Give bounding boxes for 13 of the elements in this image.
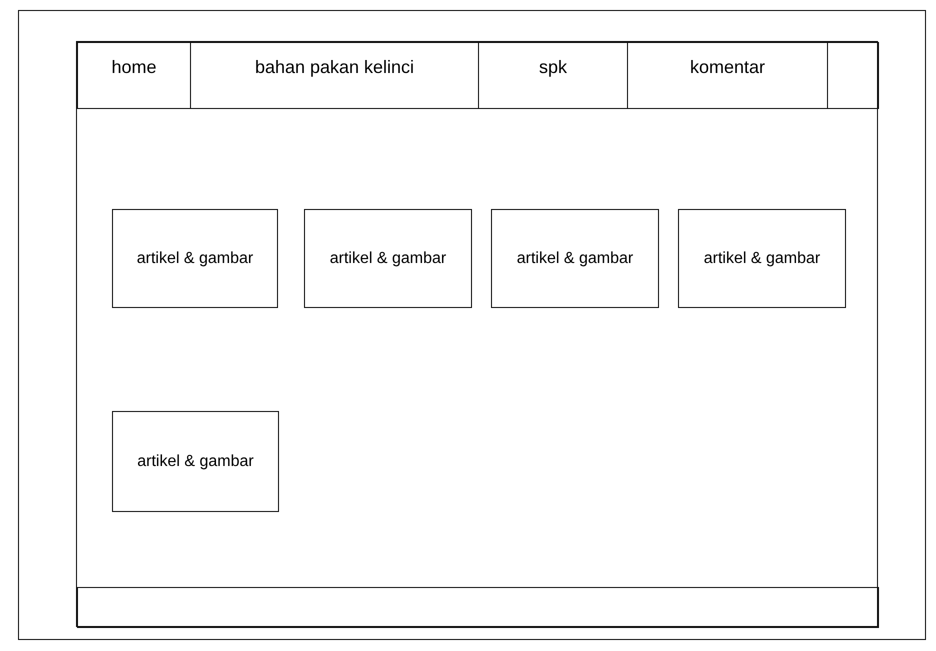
content-card: artikel & gambar bbox=[304, 209, 472, 308]
content-card: artikel & gambar bbox=[678, 209, 846, 308]
nav-tab: komentar bbox=[627, 42, 828, 109]
page-frame bbox=[18, 10, 926, 640]
nav-tab: home bbox=[77, 42, 191, 109]
content-card: artikel & gambar bbox=[112, 209, 278, 308]
content-card: artikel & gambar bbox=[112, 411, 279, 512]
nav-tab: bahan pakan kelinci bbox=[190, 42, 479, 109]
nav-tab: spk bbox=[478, 42, 628, 109]
page-layout bbox=[76, 41, 878, 627]
nav-cell bbox=[827, 42, 879, 109]
content-card: artikel & gambar bbox=[491, 209, 659, 308]
footer-bar bbox=[77, 587, 879, 628]
